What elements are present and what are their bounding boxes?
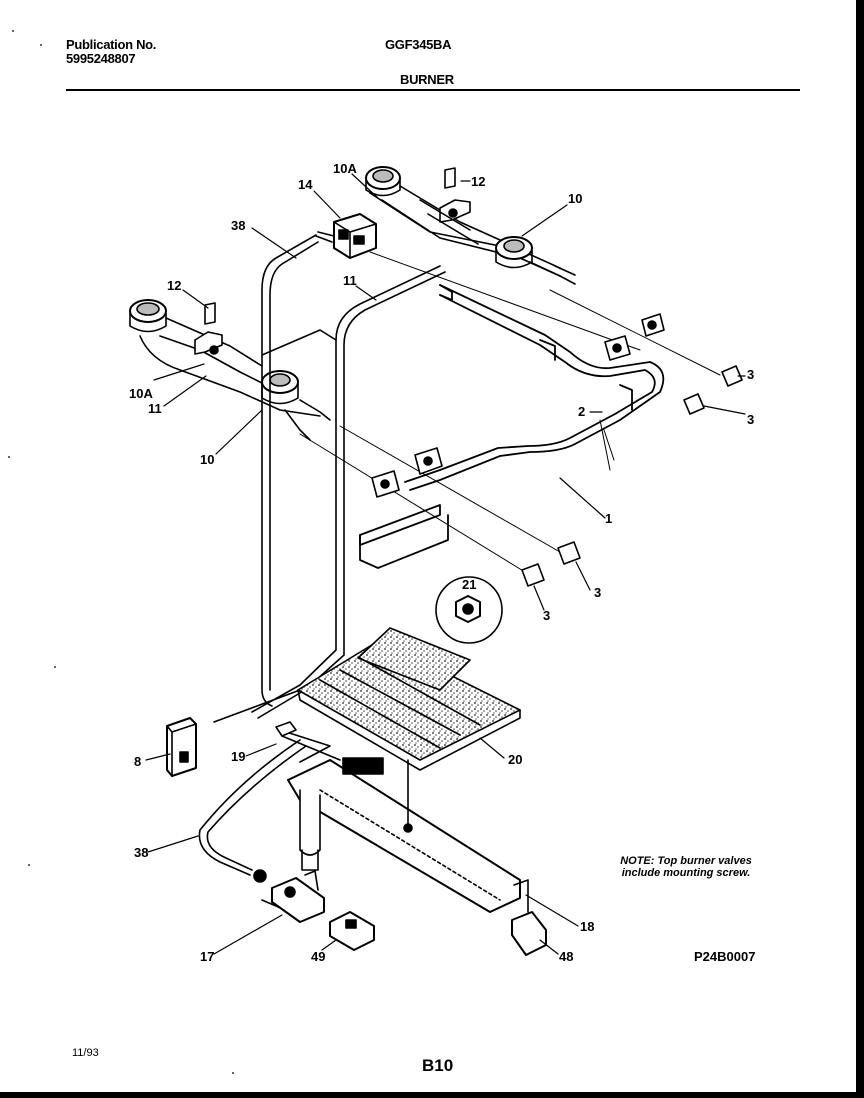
bracket-19 <box>275 721 341 761</box>
callout-8: 8 <box>134 754 141 769</box>
valve-note: NOTE: Top burner valves include mounting… <box>606 855 766 879</box>
bracket-49 <box>329 911 375 951</box>
callout-2: 2 <box>578 404 585 419</box>
page-border-right <box>856 0 864 1098</box>
callout-3-b: 3 <box>747 412 754 427</box>
nut-21-detail <box>435 576 503 644</box>
heat-shield-20 <box>297 627 521 771</box>
safety-valve-14 <box>315 213 377 259</box>
callout-3-a: 3 <box>747 367 754 382</box>
section-title: BURNER <box>400 72 454 87</box>
scan-speck <box>12 30 14 32</box>
electrodes-3 <box>521 365 743 587</box>
note-line-2: include mounting screw. <box>621 867 751 879</box>
callout-17: 17 <box>200 949 214 964</box>
callout-3-c: 3 <box>594 585 601 600</box>
callout-48: 48 <box>559 949 573 964</box>
bracket-48 <box>511 879 547 956</box>
callout-10-top: 10 <box>568 191 582 206</box>
callout-38-bottom: 38 <box>134 845 148 860</box>
callout-49: 49 <box>311 949 325 964</box>
rear-burner-assembly <box>365 166 576 285</box>
page-border-bottom <box>0 1092 864 1098</box>
callout-11-top: 11 <box>343 273 357 288</box>
scan-speck <box>40 44 42 46</box>
scan-speck <box>8 456 10 458</box>
callout-3-d: 3 <box>543 608 550 623</box>
callout-12-left: 12 <box>167 278 181 293</box>
ignitor-8 <box>166 717 197 777</box>
page-number: B10 <box>422 1056 454 1075</box>
callout-10A-left: 10A <box>129 386 153 401</box>
callout-10-left: 10 <box>200 452 214 467</box>
callout-20: 20 <box>508 752 522 767</box>
callout-18: 18 <box>580 919 594 934</box>
manifold-pipe <box>359 284 665 569</box>
leader-lines <box>145 173 746 955</box>
callout-10A-top: 10A <box>333 161 357 176</box>
callout-38-top: 38 <box>231 218 245 233</box>
scan-speck <box>28 864 30 866</box>
scan-speck <box>232 1072 234 1074</box>
gas-tubing <box>198 234 446 913</box>
footer-date: 11/93 <box>72 1047 99 1059</box>
valve-orifices <box>371 313 665 498</box>
scan-speck <box>54 666 56 668</box>
publication-label: Publication No. <box>66 37 157 52</box>
callout-11-left: 11 <box>148 401 162 416</box>
callout-12-top: 12 <box>471 174 485 189</box>
model-number: GGF345BA <box>385 37 452 52</box>
oven-burner-18 <box>279 729 521 913</box>
note-line-1: NOTE: Top burner valves <box>620 855 752 867</box>
callout-21: 21 <box>462 577 476 592</box>
callout-1: 1 <box>605 511 612 526</box>
callout-19: 19 <box>231 749 245 764</box>
callout-14: 14 <box>298 177 313 192</box>
publication-number: 5995248807 <box>66 51 136 66</box>
header-rule <box>66 89 800 91</box>
front-burner-assembly <box>129 299 331 441</box>
oven-valve-17 <box>253 869 325 923</box>
drawing-id: P24B0007 <box>694 949 756 964</box>
valve-leaders <box>299 251 721 573</box>
